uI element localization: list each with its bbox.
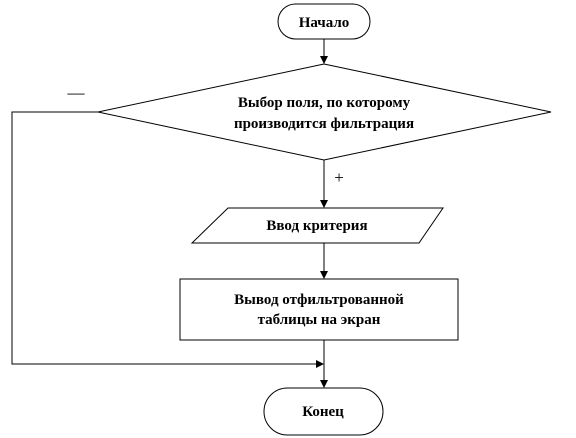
process-label-line1: Вывод отфильтрованной	[234, 292, 404, 308]
input-label: Ввод критерия	[266, 218, 367, 234]
end-terminator: Конец	[263, 387, 384, 436]
arrowhead-process	[320, 271, 328, 279]
decision-label-line2: производится фильтрация	[234, 116, 414, 132]
arrowhead-decision	[320, 56, 328, 64]
start-terminator: Начало	[277, 3, 371, 40]
start-label: Начало	[299, 15, 350, 31]
end-label: Конец	[302, 404, 344, 420]
input-parallelogram: Ввод критерия	[190, 207, 444, 244]
arrowhead-input	[320, 200, 328, 208]
arrowhead-bypass	[316, 360, 324, 368]
connector-decision-no-bypass	[11, 111, 316, 365]
process-label-line2: таблицы на экран	[258, 312, 381, 328]
branch-yes-sign: +	[334, 168, 344, 187]
decision-label-line1: Выбор поля, по которому	[238, 95, 411, 111]
process-rectangle: Вывод отфильтрованной таблицы на экран	[179, 278, 459, 341]
connectors	[11, 39, 328, 388]
arrowhead-end	[320, 380, 328, 388]
branch-no-sign: —	[67, 83, 86, 102]
decision-diamond: Выбор поля, по которому производится фил…	[97, 63, 552, 161]
